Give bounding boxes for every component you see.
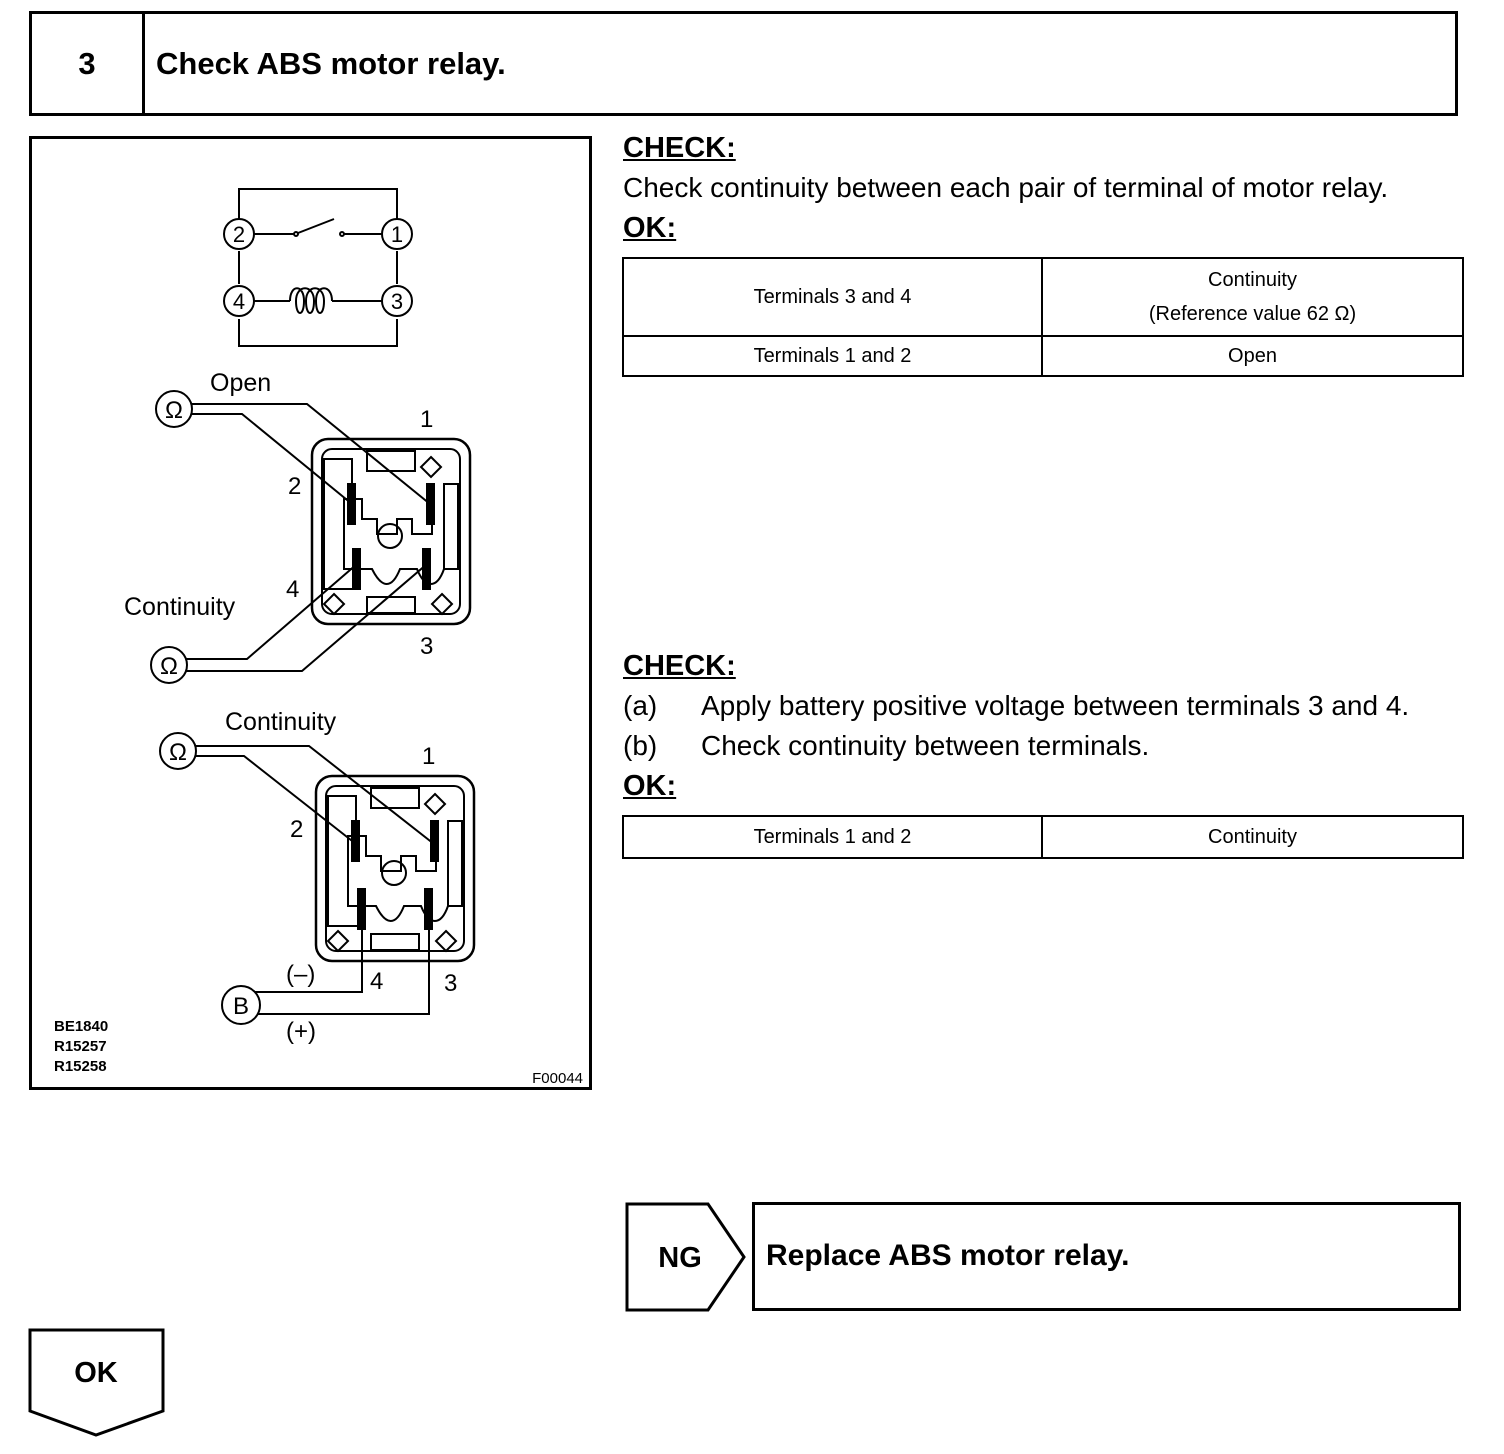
ref-code-3: R15258: [54, 1058, 107, 1075]
ng-action-box: [752, 1202, 1461, 1311]
relay-schematic: 2 1 4 3: [223, 188, 413, 347]
continuity-label-2: Continuity: [225, 708, 337, 736]
result-line-1: Continuity: [1208, 269, 1297, 291]
check2-step-b-text: Check continuity between terminals.: [701, 730, 1150, 761]
step-number: 3: [32, 14, 145, 113]
relay1-terminal-1: 1: [420, 406, 433, 433]
schematic-terminal-1: 1: [391, 222, 403, 247]
relay2-terminal-2: 2: [290, 816, 303, 843]
result-line-2: (Reference value 62 Ω): [1148, 303, 1357, 325]
ng-action-text: Replace ABS motor relay.: [766, 1239, 1130, 1272]
table-row: Terminals 1 and 2 Continuity: [622, 815, 1464, 859]
step-title: Check ABS motor relay.: [156, 45, 506, 81]
check1-spec-table: Terminals 3 and 4 Continuity (Reference …: [622, 257, 1464, 377]
check2-step-a-text: Apply battery positive voltage between t…: [701, 690, 1410, 721]
check1-heading: CHECK:: [623, 132, 736, 164]
schematic-terminal-2: 2: [233, 222, 245, 247]
relay2-terminal-4: 4: [370, 968, 383, 995]
ng-arrow-icon: NG: [625, 1202, 746, 1312]
open-label: Open: [210, 369, 271, 397]
check2-spec-table: Terminals 1 and 2 Continuity: [622, 815, 1464, 859]
positive-label: (+): [286, 1018, 316, 1045]
check2-step-b-label: (b): [623, 730, 658, 761]
ok-label: OK: [74, 1357, 118, 1389]
ref-code-1: BE1840: [54, 1018, 108, 1035]
relay-view-1: Ω Ω Open Continuity 1 2 4 3: [124, 369, 472, 684]
ok-arrow-icon: OK: [28, 1328, 165, 1437]
check2-step-a-label: (a): [623, 690, 658, 721]
table-cell-terminals: Terminals 3 and 4: [622, 257, 1043, 337]
table-row: Terminals 3 and 4 Continuity (Reference …: [622, 257, 1464, 337]
table-cell-terminals: Terminals 1 and 2: [622, 815, 1043, 859]
ohm-meter-1-icon: Ω: [165, 397, 183, 424]
relay2-terminal-1: 1: [422, 743, 435, 770]
ohm-meter-2-icon: Ω: [160, 653, 178, 680]
continuity-label-1: Continuity: [124, 593, 236, 621]
step-header: 3 Check ABS motor relay.: [29, 11, 1458, 116]
ref-code-2: R15257: [54, 1038, 107, 1055]
relay-diagram: 2 1 4 3: [54, 188, 583, 1087]
table-row: Terminals 1 and 2 Open: [622, 335, 1464, 377]
battery-icon: B: [233, 993, 249, 1020]
check1-text: Check continuity between each pair of te…: [623, 172, 1389, 203]
relay1-terminal-4: 4: [286, 576, 299, 603]
relay-view-2: Ω B Continuity 1 2 4 3 (–) (+): [159, 708, 476, 1045]
table-cell-terminals: Terminals 1 and 2: [622, 335, 1043, 377]
negative-label: (–): [286, 961, 315, 988]
table-cell-result: Continuity (Reference value 62 Ω): [1041, 257, 1464, 337]
ohm-meter-3-icon: Ω: [169, 739, 187, 766]
schematic-terminal-4: 4: [233, 289, 245, 314]
schematic-terminal-3: 3: [391, 289, 403, 314]
relay1-terminal-2: 2: [288, 473, 301, 500]
figure-code: F00044: [532, 1070, 583, 1087]
check2-ok-heading: OK:: [623, 770, 677, 802]
table-cell-result: Continuity: [1041, 815, 1464, 859]
relay-figure: 2 1 4 3: [29, 136, 592, 1090]
check1-ok-heading: OK:: [623, 212, 677, 244]
relay2-terminal-3: 3: [444, 970, 457, 997]
check2-heading: CHECK:: [623, 650, 736, 682]
relay1-terminal-3: 3: [420, 633, 433, 660]
ng-label: NG: [658, 1242, 702, 1274]
table-cell-result: Open: [1041, 335, 1464, 377]
